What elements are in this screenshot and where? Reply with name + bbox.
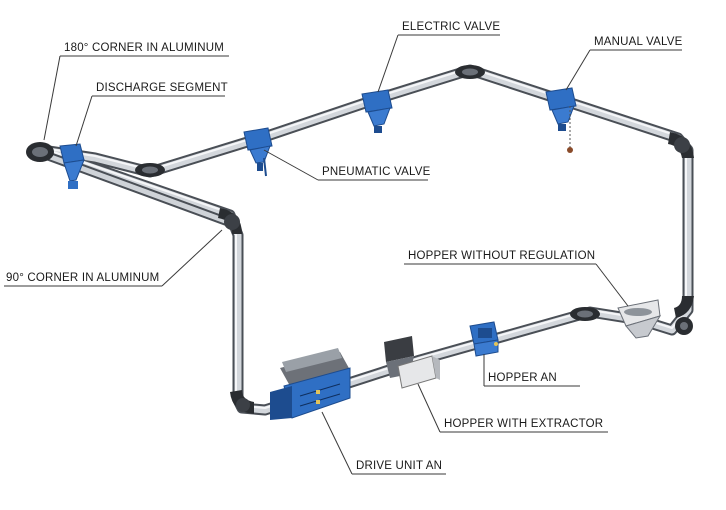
- pipe-loop: [36, 64, 694, 416]
- label-electric-valve: ELECTRIC VALVE: [402, 21, 501, 33]
- label-pneumatic-valve: PNEUMATIC VALVE: [322, 166, 431, 178]
- corner-bottom-right-icon: [674, 296, 694, 335]
- hopper-an-icon: [469, 321, 499, 357]
- label-manual-valve: MANUAL VALVE: [594, 36, 683, 48]
- corner-bottom-left-icon: [230, 390, 254, 414]
- label-90-corner-aluminum: 90° CORNER IN ALUMINUM: [6, 272, 160, 284]
- corner-top-right-icon: [668, 132, 694, 158]
- corner-top-middle-icon: [455, 65, 485, 79]
- hopper-with-extractor-icon: [384, 336, 440, 389]
- corner-90-icon: [218, 208, 242, 234]
- label-drive-unit-an: DRIVE UNIT AN: [356, 460, 443, 472]
- electric-valve-icon: [361, 89, 393, 133]
- label-180-corner-aluminum: 180° CORNER IN ALUMINUM: [64, 42, 225, 54]
- label-hopper-an: HOPPER AN: [488, 372, 557, 384]
- label-discharge-segment: DISCHARGE SEGMENT: [96, 82, 228, 94]
- label-hopper-without-regulation: HOPPER WITHOUT REGULATION: [408, 250, 596, 262]
- label-hopper-with-extractor: HOPPER WITH EXTRACTOR: [444, 418, 604, 430]
- leader-lines: [4, 34, 682, 475]
- discharge-segment-icon: [59, 143, 85, 189]
- drive-unit-an-icon: [270, 348, 351, 420]
- manual-valve-icon: [545, 87, 577, 153]
- corner-top-left-icon: [135, 163, 165, 177]
- corner-lower-middle-icon: [570, 307, 600, 321]
- corner-180-icon: [26, 142, 54, 162]
- hopper-without-regulation-icon: [617, 299, 662, 339]
